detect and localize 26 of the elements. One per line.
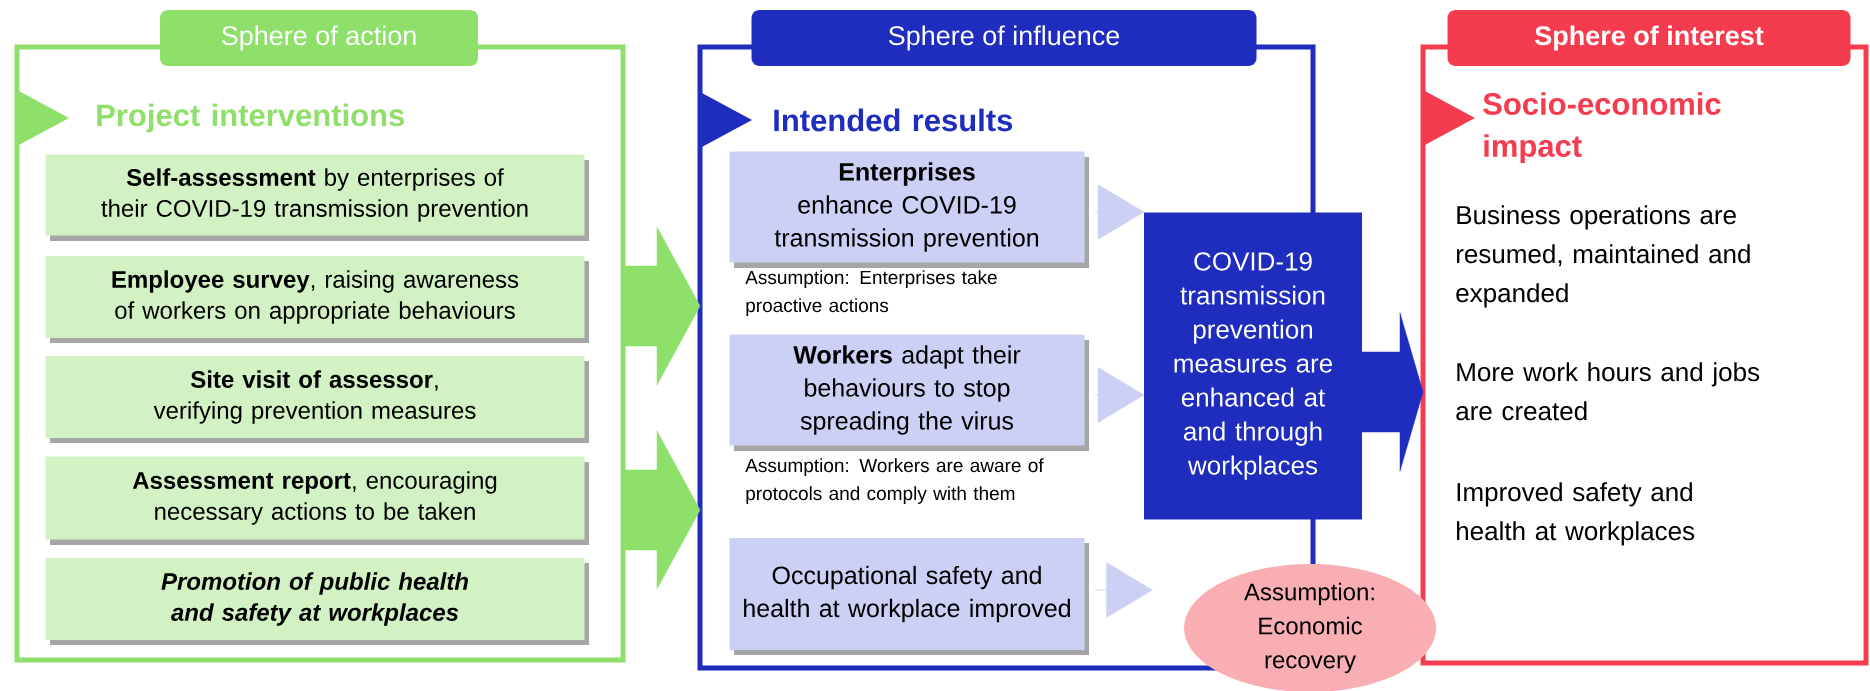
intervention-box: Assessment report, encouraging necessary actions to be taken [45, 456, 589, 545]
tab-label: Sphere of interest [1447, 10, 1851, 66]
block-arrow [1095, 562, 1153, 618]
impact-text: Business operations are resumed, maintained and expanded [1456, 205, 1750, 308]
impact-text: More work hours and jobs are created [1456, 362, 1760, 421]
block-arrow [1095, 367, 1145, 423]
intervention-box: Employee survey, raising awareness of workers on appropriate behaviours [45, 256, 589, 343]
tab-label: Sphere of action [160, 10, 478, 66]
impact-text: Improved safety and health at workplaces [1457, 482, 1695, 546]
result-box: Occupational safety and health at workplace improved [729, 538, 1089, 655]
block-arrow [1095, 184, 1145, 240]
intervention-box: Self-assessment by enterprises of their COVID-19 transmission prevention [45, 154, 589, 241]
intervention-box: Promotion of public health and safety at workplaces [45, 558, 589, 645]
heading: Intended results [774, 108, 1013, 132]
heading: Socio-economic impact [1483, 92, 1721, 164]
intervention-box: Site visit of assessor, verifying prevention measures [45, 356, 589, 443]
block-arrow [622, 226, 701, 386]
result-box: COVID-19 transmission prevention measures are enhanced at and through workplaces [1144, 212, 1362, 520]
result-box: Enterprises enhance COVID-19 transmission prevention [729, 151, 1089, 268]
tab-label: Sphere of influence [751, 10, 1257, 66]
block-arrow [622, 430, 701, 590]
block-arrow [1361, 312, 1424, 472]
assumption-note: Assumption: Workers are aware of protocols and comply with them [745, 458, 1044, 504]
result-box: Workers adapt their behaviours to stop spreading the virus [729, 334, 1089, 451]
heading: Project interventions [97, 103, 404, 133]
assumption-note: Assumption: Enterprises take proactive actions [745, 270, 997, 316]
